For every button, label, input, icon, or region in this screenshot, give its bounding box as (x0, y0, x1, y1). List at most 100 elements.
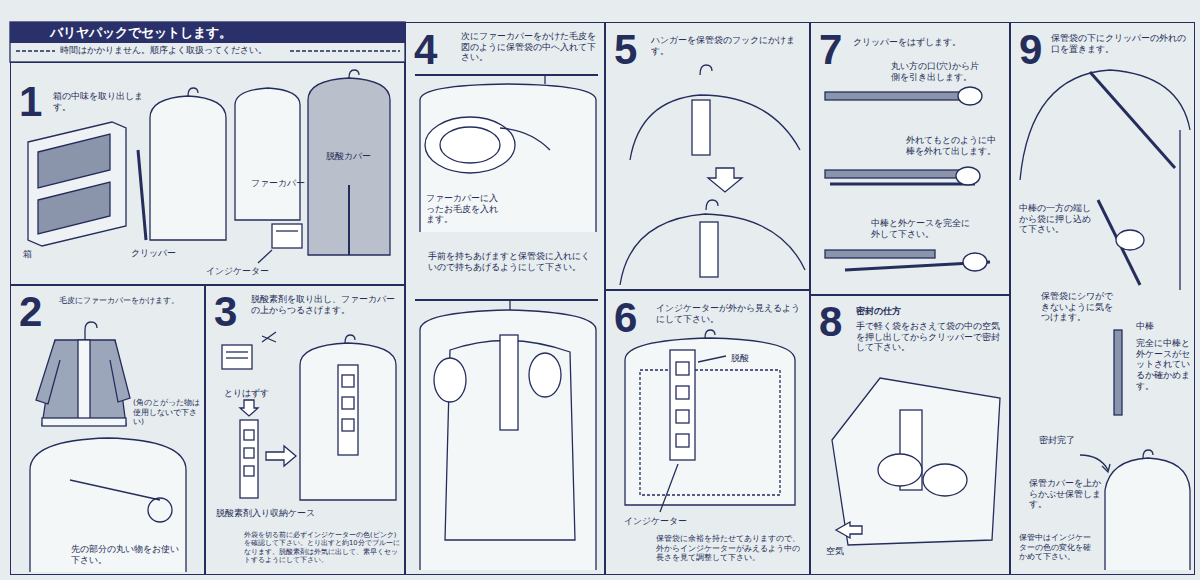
leader-line (660, 464, 678, 512)
hand-drawing (434, 358, 466, 402)
instruction-text: ファーカバー (251, 178, 306, 189)
step-number: 5 (614, 29, 654, 71)
hook-drawing (509, 300, 510, 310)
instruction-text: 丸い方の口(穴)から片側を引き出します。 (891, 61, 981, 82)
instruction-text: 密封の仕方 (856, 306, 956, 317)
round-tip (148, 498, 172, 522)
instruction-text: クリッパーをはずします。 (853, 37, 1003, 48)
instruction-text: 手前を持ちあげますと保管袋に入れにくいので持ちあげるようにして下さい。 (428, 251, 598, 272)
instruction-text: ハンガーを保管袋のフックにかけます。 (651, 35, 806, 56)
hook-drawing (705, 330, 715, 338)
hook-drawing (345, 335, 355, 343)
case-drawing (700, 222, 718, 277)
step-number: 2 (19, 291, 59, 333)
instruction-text: 空気 (826, 546, 866, 557)
rod (415, 299, 598, 301)
instruction-text: 手で軽く袋をおさえて袋の中の空気を押し出してからクリッパーで密封して下さい。 (856, 321, 1006, 353)
air-arrow (836, 522, 862, 538)
step-panel: 2毛皮にファーカバーをかけます。 (角のとがった物は使用しないで下さい) 先の部分の… (10, 285, 205, 575)
bag-drawing (300, 343, 396, 500)
case-pocket (342, 375, 354, 387)
case-drawing (240, 420, 258, 498)
arrow-shape (708, 168, 742, 192)
flat-bag (832, 378, 1000, 545)
instruction-text: 保管袋にシワができないように気をつけます。 (1041, 291, 1113, 323)
packet-line (226, 351, 248, 352)
storage-bag (1105, 458, 1190, 570)
hand-drawing (1116, 230, 1144, 250)
bag-top (630, 95, 800, 160)
subtitle: 時間はかかりません。順序よく取扱ってください。 (60, 45, 267, 56)
instruction-text: 密封完了 (1039, 435, 1099, 446)
box-content (38, 134, 110, 188)
instruction-text: 中棒 (1136, 321, 1176, 332)
step-panel: 9保管袋の下にクリッパーの外れの口を置きます。中棒の一方の端しから袋に押し込めて… (1010, 22, 1195, 575)
step-number: 7 (819, 29, 859, 71)
dash-line (290, 50, 400, 51)
step-panel: 3脱酸素剤を取り出し、ファーカバーの上からつるさげます。とりはずす脱酸素剤入り収… (205, 285, 405, 575)
cover-bag (30, 438, 186, 572)
bag-drawing (308, 78, 390, 255)
fur-trim (78, 340, 90, 425)
bag-top (1020, 70, 1190, 180)
inner-bag (640, 370, 780, 495)
title-band: バリヤパックでセットします。 (10, 22, 405, 43)
instruction-text: 完全に中棒と外ケースがセットされているか確かめます。 (1136, 338, 1192, 391)
storage-bag (420, 84, 596, 232)
step-panel: 7クリッパーをはずします。丸い方の口(穴)から片側を引き出します。外れてもとのよ… (810, 22, 1010, 295)
step-panel: 8密封の仕方手で軽く袋をおさえて袋の中の空気を押し出してからクリッパーで密封して… (810, 295, 1010, 575)
hanger-line (70, 480, 160, 500)
hand-drawing (923, 464, 967, 496)
hook-drawing (700, 65, 712, 75)
hand-line (500, 128, 550, 150)
clipper-bar (1114, 330, 1122, 415)
packet-drawing (222, 345, 252, 369)
step-number: 8 (819, 301, 859, 343)
arrow-head (1102, 464, 1110, 472)
step-panel: 5ハンガーを保管袋のフックにかけます。 (605, 22, 810, 290)
instruction-text: 外袋を切る前に必ずインジケーターの色(ピンク)を確認して下さい。とり出すと約10… (244, 531, 402, 565)
instruction-text: クリッパー (131, 248, 191, 259)
step-number: 6 (614, 297, 654, 339)
instruction-text: インジケーター (206, 266, 286, 277)
hook-drawing (349, 70, 359, 78)
rod (415, 74, 598, 76)
leader-line (258, 250, 272, 263)
hand-drawing (956, 167, 980, 185)
packet-line (226, 357, 248, 358)
case-pocket (244, 466, 254, 476)
instruction-text: 保管カバーを上からかぶせ保管します。 (1029, 478, 1101, 510)
leader-line (698, 356, 726, 362)
instruction-text: とりはずす (224, 388, 294, 399)
clipper-rod (1090, 72, 1175, 168)
hanger-hook (85, 322, 97, 340)
hand-drawing (878, 454, 922, 486)
instruction-text: 先の部分の丸い物をお使い下さい。 (71, 544, 186, 565)
bag-top (620, 214, 805, 285)
zipper-line (348, 185, 350, 255)
instruction-text: ファーカバーに入ったお毛皮を入れます。 (426, 193, 501, 225)
hook-drawing (1143, 450, 1153, 458)
case-pocket (676, 434, 689, 447)
case-drawing (338, 365, 358, 455)
header-frame (10, 22, 405, 62)
bag-drawing (150, 96, 226, 240)
instruction-text: 毛皮にファーカバーをかけます。 (59, 296, 204, 306)
hand-drawing (963, 253, 987, 271)
case-pocket (342, 397, 354, 409)
clipper-drawing (138, 150, 146, 240)
indicator-card (272, 224, 302, 248)
case-pocket (676, 386, 689, 399)
dash-line (16, 50, 55, 51)
rolled-fur (440, 127, 500, 163)
instruction-text: 次にファーカバーをかけた毛皮を図のように保管袋の中へ入れて下さい。 (461, 31, 601, 63)
case-drawing (500, 335, 518, 430)
case-pocket (676, 362, 689, 375)
hand-drawing (529, 353, 561, 397)
scissors (262, 332, 276, 342)
case-pocket (244, 430, 254, 440)
instruction-text: 箱の中味を取り出します。 (53, 91, 148, 112)
instruction-text: (角のとがった物は使用しないで下さい) (133, 398, 205, 427)
sleeve (110, 340, 130, 402)
